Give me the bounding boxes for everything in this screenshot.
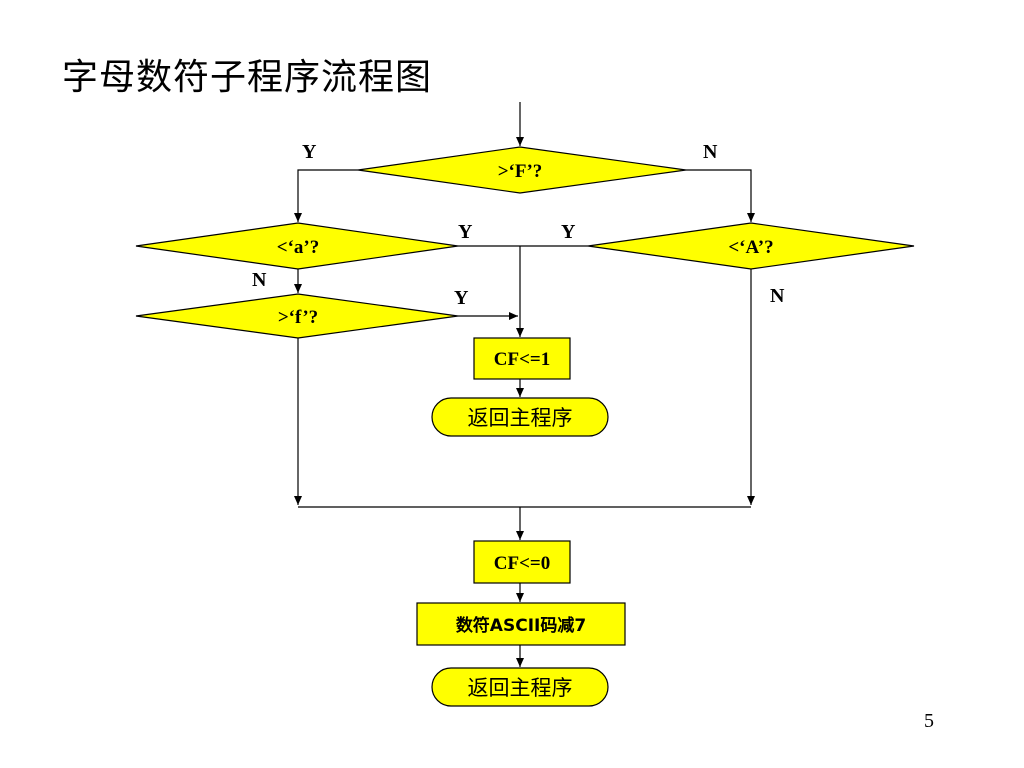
lt-A-yes-label: Y bbox=[561, 221, 576, 243]
lt-a-yes-label: Y bbox=[458, 221, 473, 243]
process-cf-set-0-label: CF<=0 bbox=[494, 553, 550, 574]
page-number: 5 bbox=[924, 710, 934, 732]
process-cf-set-1 bbox=[473, 337, 571, 380]
lt-a-no-label: N bbox=[252, 269, 267, 291]
process-cf-set-0 bbox=[473, 540, 571, 584]
decision-lt-A bbox=[587, 222, 915, 270]
gt-f-yes-label: Y bbox=[454, 287, 469, 309]
slide-title: 字母数符子程序流程图 bbox=[62, 57, 433, 98]
terminal-return-main-2-label: 返回主程序 bbox=[468, 676, 573, 700]
process-subtract-7-label: 数符ASCII码减7 bbox=[456, 615, 586, 636]
gt-F-no-connector bbox=[686, 169, 755, 222]
decision-lt-a-label: <‘a’? bbox=[277, 237, 319, 258]
lt-A-no-label: N bbox=[770, 285, 785, 307]
process-cf-set-1-label: CF<=1 bbox=[494, 349, 550, 370]
gt-F-yes-label: Y bbox=[302, 141, 317, 163]
decision-gt-f-label: >‘f’? bbox=[278, 307, 318, 328]
terminal-return-main-1 bbox=[431, 397, 609, 437]
process-subtract-7 bbox=[416, 602, 626, 646]
gt-F-no-label: N bbox=[703, 141, 718, 163]
terminal-return-main-1-label: 返回主程序 bbox=[468, 406, 573, 430]
terminal-return-main-2 bbox=[431, 667, 609, 707]
gt-F-yes-connector bbox=[294, 169, 358, 222]
decision-lt-A-label: <‘A’? bbox=[728, 237, 773, 258]
decision-gt-F-label: >‘F’? bbox=[498, 161, 543, 182]
